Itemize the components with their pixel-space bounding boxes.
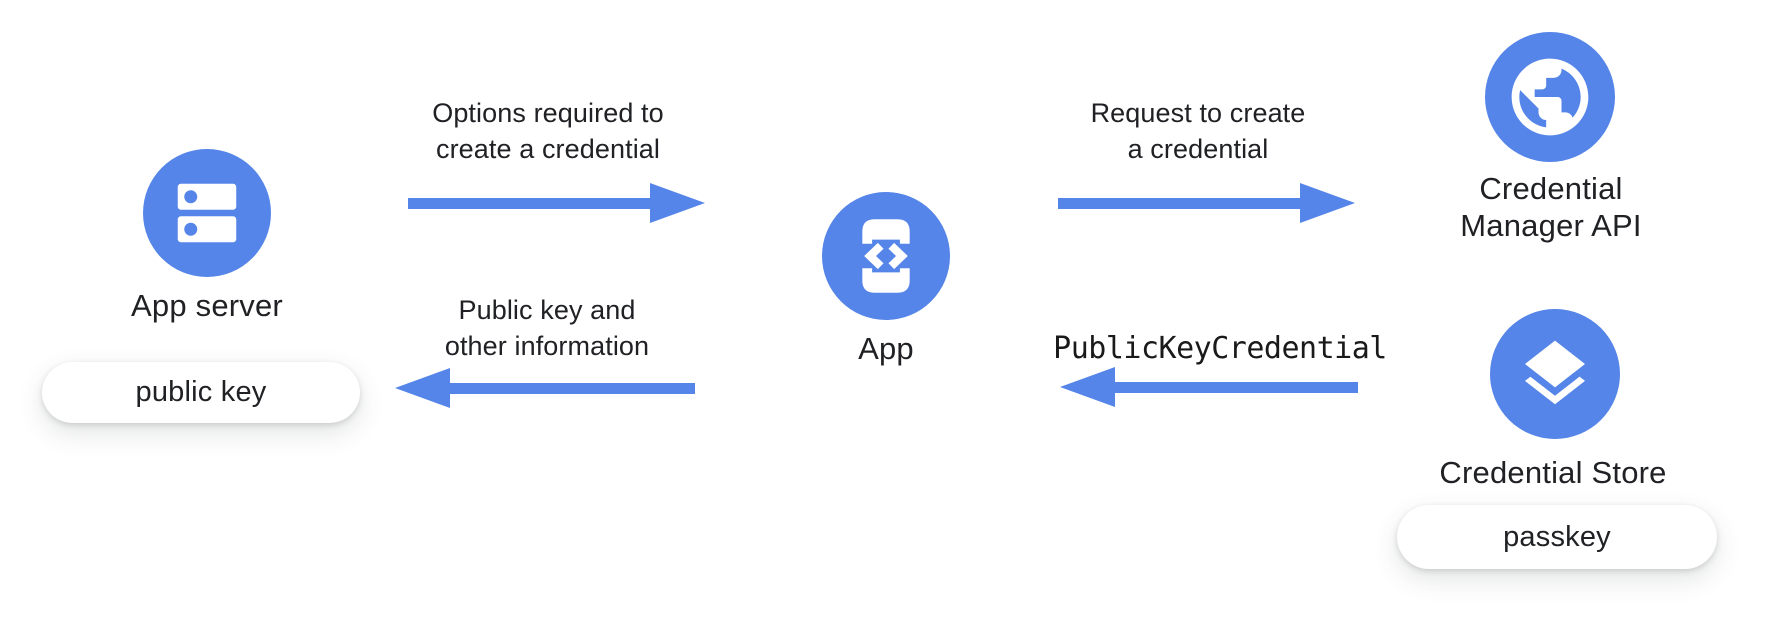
arrow-options-label: Options required to create a credential <box>432 98 664 164</box>
arrow-shaft <box>450 382 695 394</box>
credential-manager-api-label: Credential Manager API <box>1460 171 1642 243</box>
arrow-head-right-icon <box>650 183 705 223</box>
arrow-head-right-icon <box>1300 183 1355 223</box>
credential-store-label: Credential Store <box>1439 455 1667 490</box>
arrow-publickeycredential-left <box>1060 367 1358 407</box>
app-node <box>822 192 950 320</box>
arrow-options-right <box>408 183 705 223</box>
arrow-request-label: Request to create a credential <box>1090 98 1306 164</box>
phone-code-icon <box>862 219 910 293</box>
arrow-request-right <box>1058 183 1355 223</box>
layers-icon <box>1525 340 1585 405</box>
arrow-shaft <box>1058 197 1300 209</box>
credential-manager-api-node <box>1485 32 1615 162</box>
arrow-shaft <box>408 197 650 209</box>
arrow-publickeycredential-label: PublicKeyCredential <box>1053 331 1387 366</box>
arrow-shaft <box>1115 381 1358 393</box>
public-key-badge: public key <box>42 362 360 423</box>
passkey-badge-text: passkey <box>1503 520 1611 553</box>
arrow-public-key-info-left <box>395 368 695 408</box>
arrow-public-key-info-label: Public key and other information <box>444 295 650 361</box>
app-server-node <box>143 149 271 277</box>
globe-icon <box>1511 58 1589 136</box>
arrow-head-left-icon <box>395 368 450 408</box>
server-icon <box>177 183 237 243</box>
credential-store-node <box>1490 309 1620 439</box>
app-label: App <box>858 331 914 366</box>
public-key-badge-text: public key <box>135 376 267 408</box>
arrow-head-left-icon <box>1060 367 1115 407</box>
app-server-label: App server <box>131 288 283 323</box>
passkey-badge: passkey <box>1397 505 1717 569</box>
